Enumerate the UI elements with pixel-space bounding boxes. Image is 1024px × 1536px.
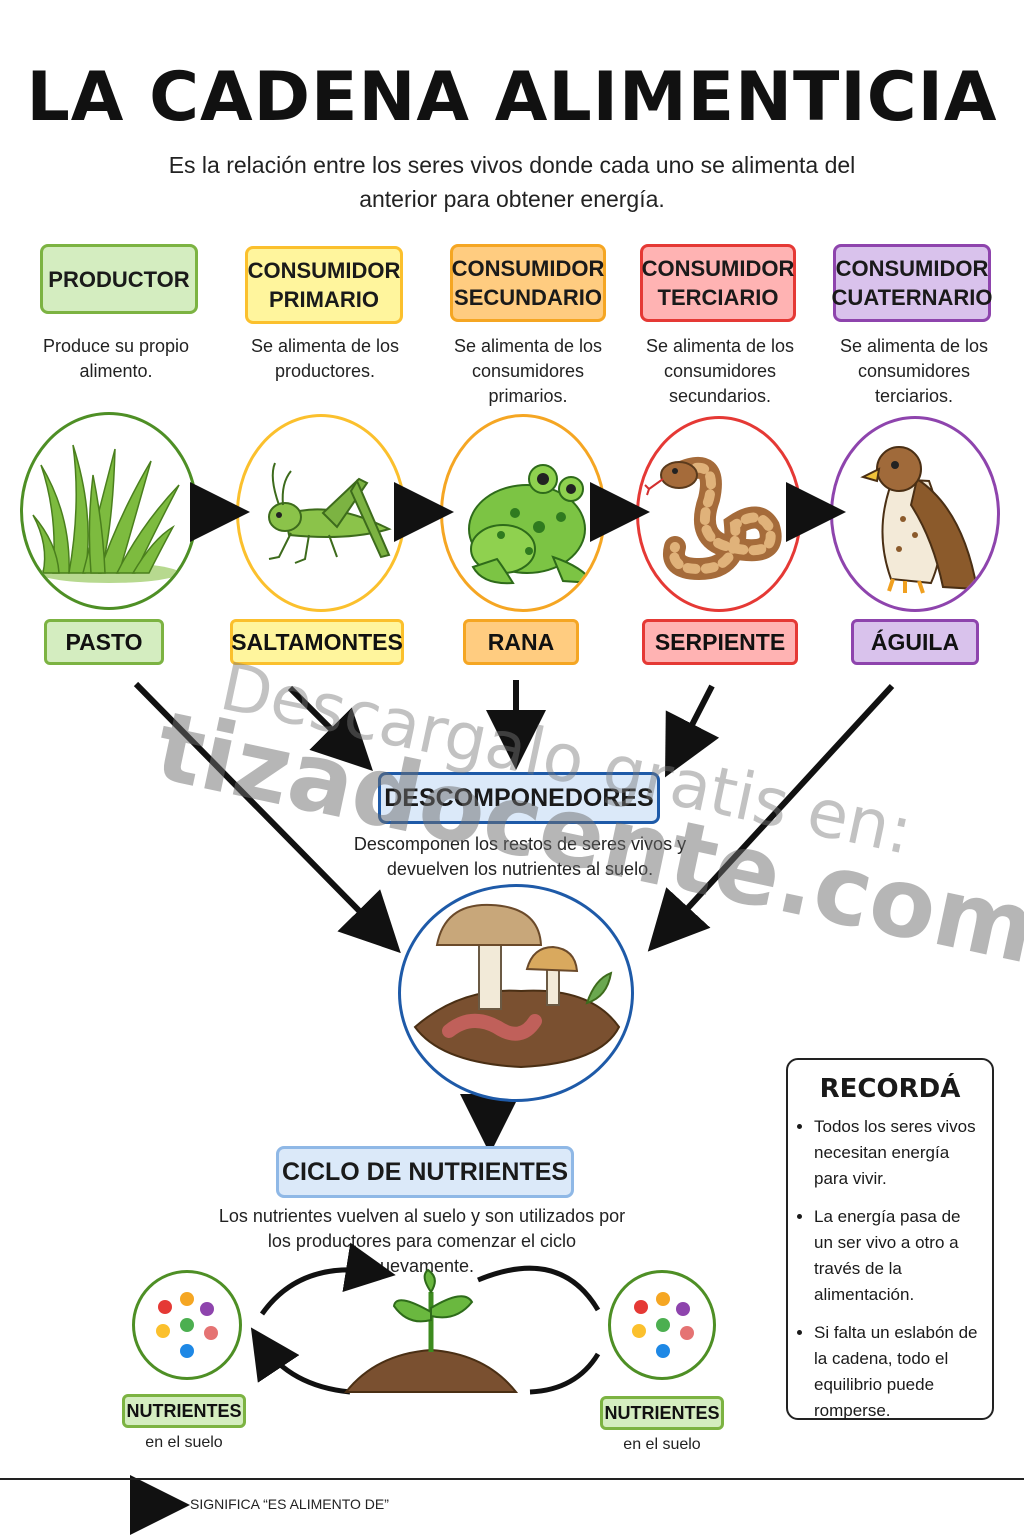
organism-label-snake: SERPIENTE [642, 619, 798, 665]
nutrient-cycle-title: CICLO DE NUTRIENTES [281, 1157, 569, 1186]
organism-name: SERPIENTE [654, 628, 786, 655]
remember-title: RECORDÁ [819, 1074, 961, 1104]
remember-item: La energía pasa de un ser vivo a otro a … [814, 1204, 980, 1308]
remember-list: Todos los seres vivos necesitan energía … [800, 1114, 980, 1424]
decomposers-description: Descomponen los restos de seres vivos y … [353, 834, 687, 879]
category-label: CONSUMIDOR PRIMARIO [247, 258, 401, 312]
organism-label-frog: RANA [463, 619, 579, 665]
grasshopper-icon [268, 462, 392, 564]
seedling-illustration [336, 1262, 526, 1402]
nutrients-label-right: NUTRIENTES [600, 1396, 724, 1430]
snake-illustration [636, 416, 802, 612]
nutrient-dots-icon [632, 1292, 694, 1358]
organism-label-grasshopper: SALTAMONTES [230, 619, 404, 665]
nutrient-dots-icon [156, 1292, 218, 1358]
organism-name: ÁGUILA [870, 628, 960, 655]
category-description: Se alimenta de los consumidores terciari… [839, 336, 989, 406]
remember-item: Todos los seres vivos necesitan energía … [814, 1114, 980, 1192]
nutrients-sub-right: en el suelo [623, 1436, 701, 1453]
nutrient-cycle-box: CICLO DE NUTRIENTES [276, 1146, 574, 1198]
nutrients-label-left: NUTRIENTES [122, 1394, 246, 1428]
organism-label-grass: PASTO [44, 619, 164, 665]
category-label: CONSUMIDOR TERCIARIO [641, 256, 795, 310]
category-description: Se alimenta de los productores. [250, 336, 400, 381]
nutrients-sub-left: en el suelo [145, 1434, 223, 1451]
category-label: CONSUMIDOR SECUNDARIO [451, 256, 605, 310]
category-box-quaternary: CONSUMIDOR CUATERNARIO [831, 244, 993, 322]
footer-divider [0, 1478, 1024, 1480]
frog-icon [468, 464, 595, 585]
organism-name: RANA [487, 628, 555, 655]
decomposers-illustration [398, 884, 634, 1102]
mushroom-worm-icon [413, 903, 621, 1069]
remember-box: RECORDÁ Todos los seres vivos necesitan … [786, 1058, 994, 1420]
nutrients-label: NUTRIENTES [604, 1402, 720, 1423]
remember-item: Si falta un eslabón de la cadena, todo e… [814, 1320, 980, 1424]
legend-text: SIGNIFICA “ES ALIMENTO DE” [190, 1496, 389, 1512]
category-description: Se alimenta de los consumidores secundar… [645, 336, 795, 406]
nutrients-label: NUTRIENTES [126, 1400, 242, 1421]
category-label: CONSUMIDOR CUATERNARIO [831, 256, 993, 310]
category-description: Se alimenta de los consumidores primario… [453, 336, 603, 406]
seedling-icon [343, 1268, 519, 1393]
grasshopper-illustration [236, 414, 406, 612]
grass-illustration [20, 412, 198, 610]
nutrients-circle-right [608, 1270, 716, 1380]
organism-label-eagle: ÁGUILA [851, 619, 979, 665]
grass-icon [32, 444, 180, 583]
organism-name: SALTAMONTES [231, 628, 403, 655]
eagle-icon [860, 446, 979, 594]
category-label: PRODUCTOR [48, 266, 190, 292]
decomposers-box: DESCOMPONEDORES [378, 772, 660, 824]
organism-name: PASTO [65, 628, 143, 655]
frog-illustration [440, 414, 606, 612]
nutrients-circle-left [132, 1270, 242, 1380]
category-box-secondary: CONSUMIDOR SECUNDARIO [450, 244, 606, 322]
category-box-primary: CONSUMIDOR PRIMARIO [245, 246, 403, 324]
category-box-tertiary: CONSUMIDOR TERCIARIO [640, 244, 796, 322]
category-description: Produce su propio alimento. [42, 336, 190, 381]
snake-icon [644, 456, 782, 581]
eagle-illustration [830, 416, 1000, 612]
decomposers-title: DESCOMPONEDORES [384, 783, 654, 812]
category-box-producer: PRODUCTOR [40, 244, 198, 314]
page-subtitle: Es la relación entre los seres vivos don… [168, 152, 856, 212]
page-title: LA CADENA ALIMENTICIA [26, 58, 998, 137]
